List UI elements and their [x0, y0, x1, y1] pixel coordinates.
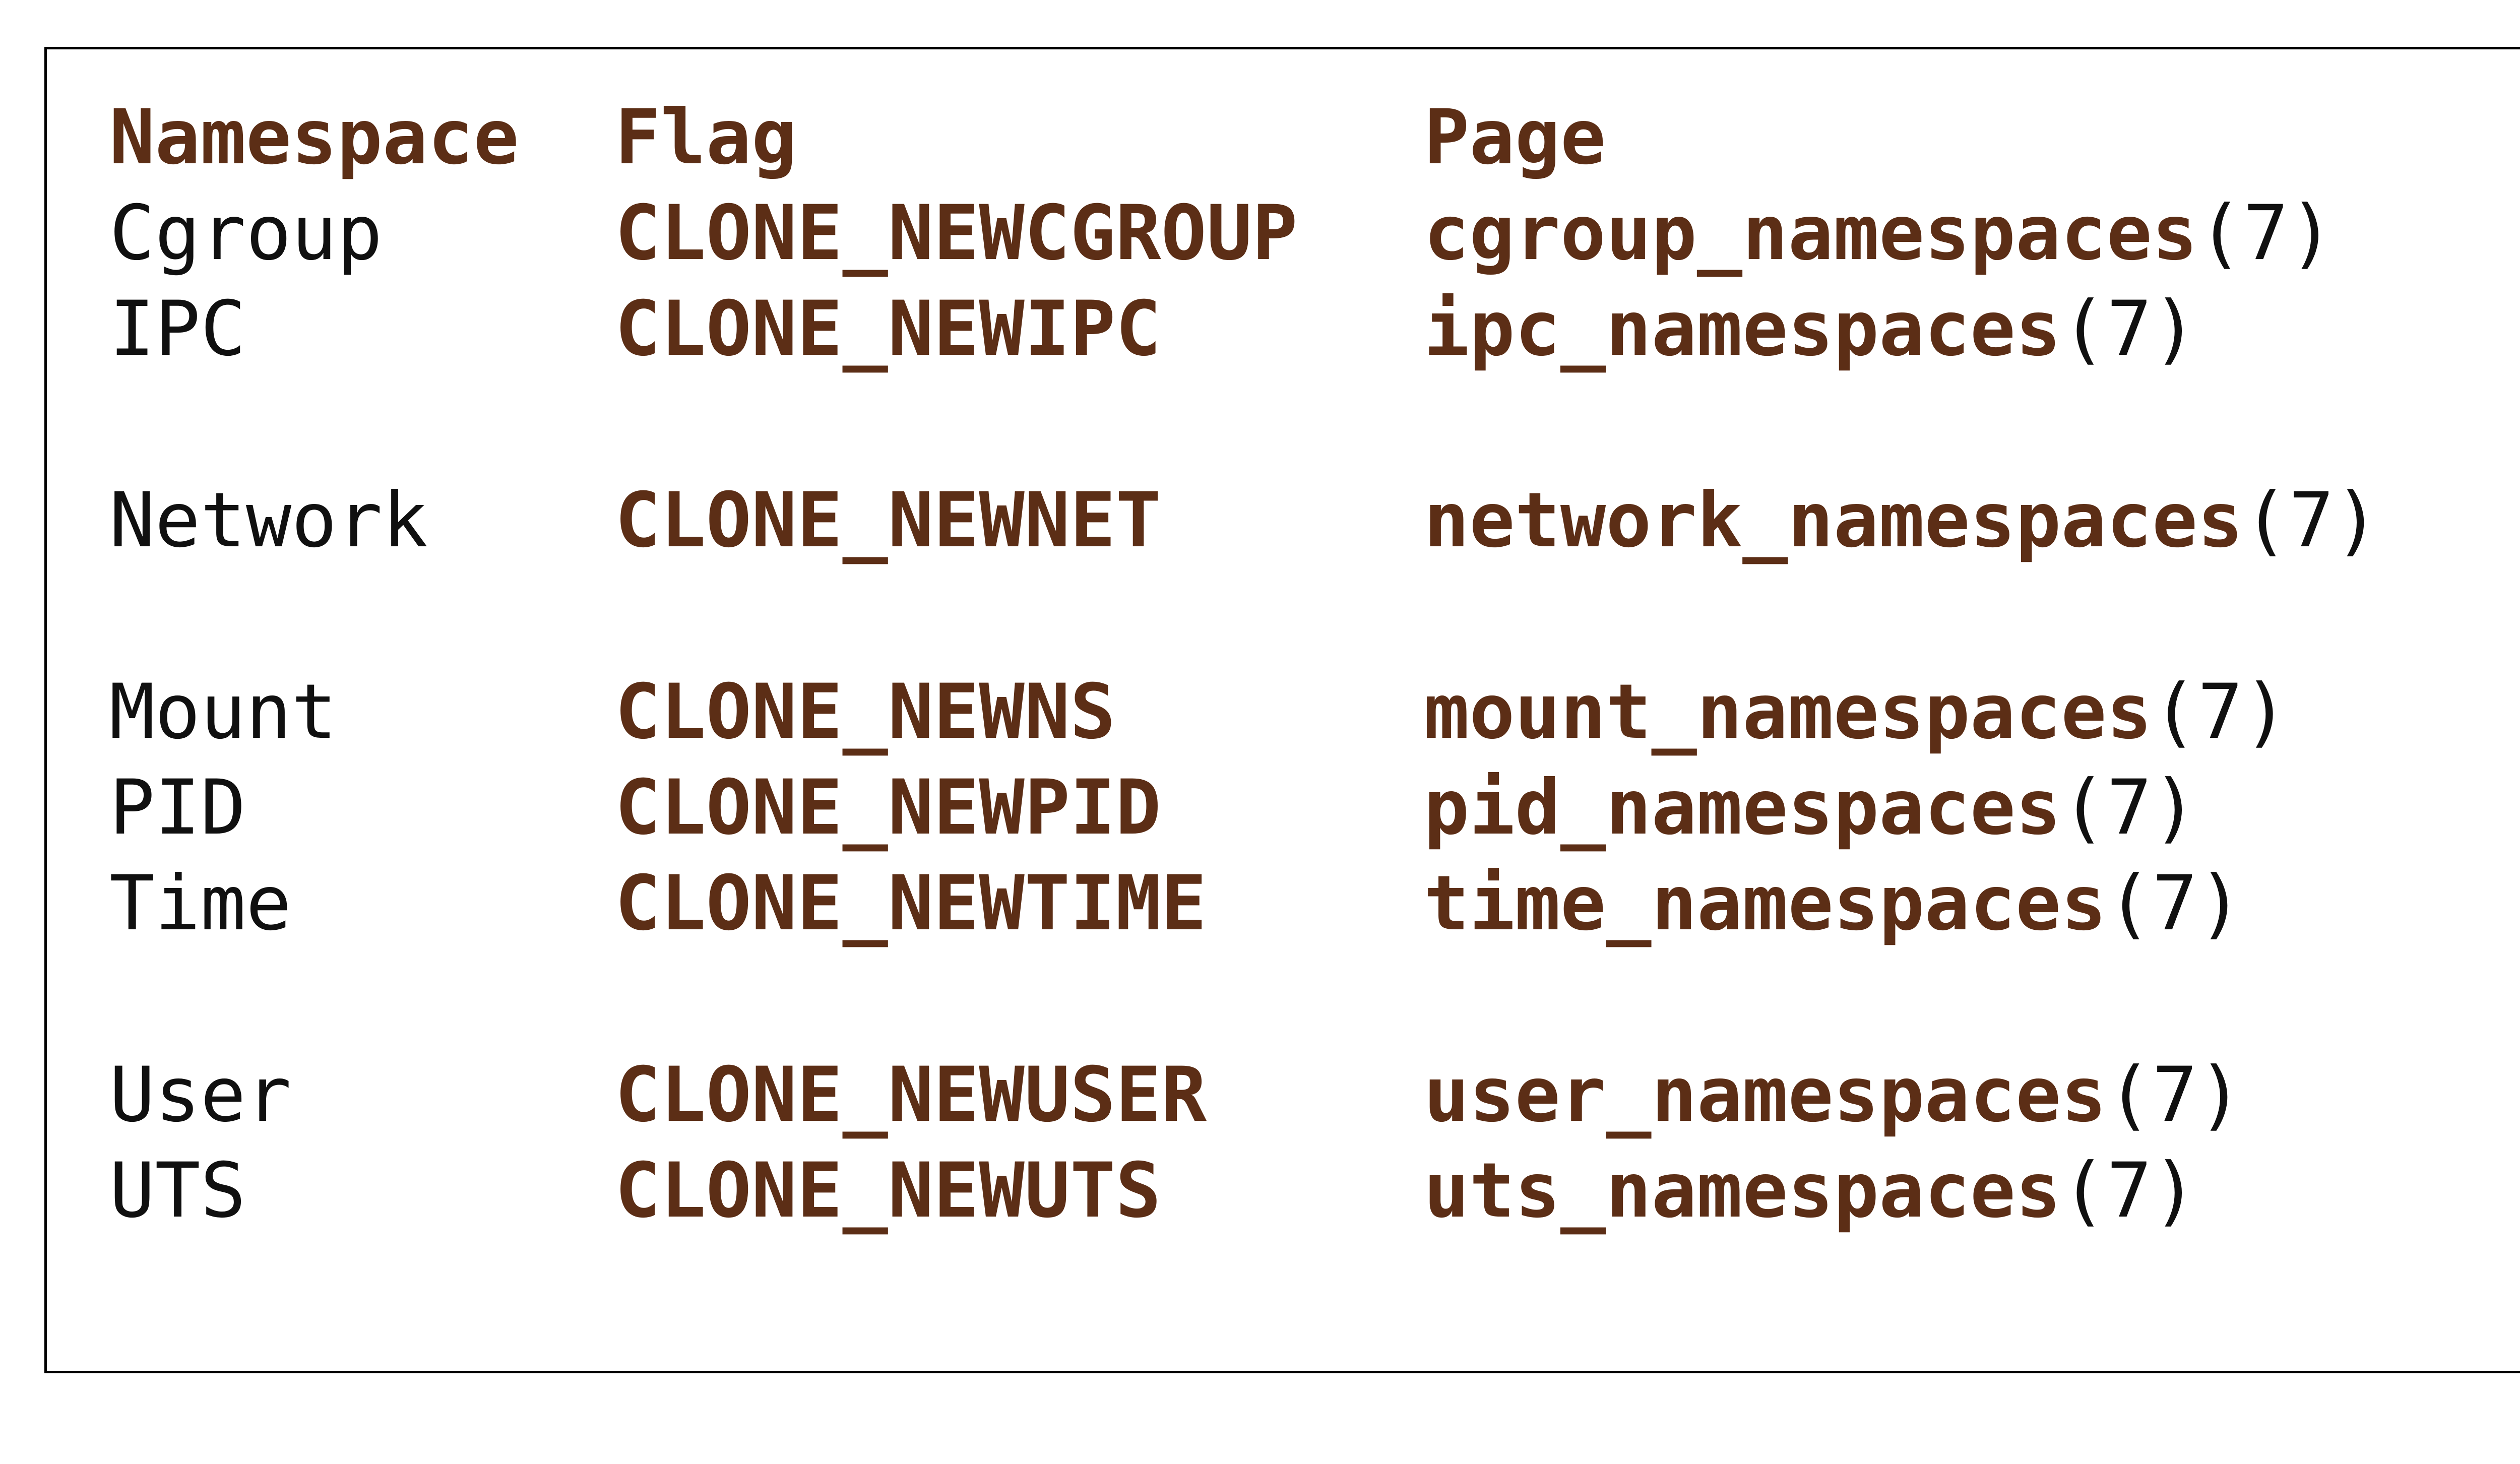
cell-page-name: uts_namespaces: [1424, 1147, 2061, 1235]
table-header-row: NamespaceFlagPageIsolates: [47, 90, 2520, 185]
cell-page-section: (7): [2061, 285, 2198, 373]
cell-page-name: ipc_namespaces: [1424, 285, 2061, 373]
cell-page-section: (7): [2243, 477, 2380, 564]
cell-namespace: Time: [109, 860, 292, 947]
cell-page: user_namespaces(7): [1424, 1047, 2243, 1143]
cell-flag: CLONE_NEWNET: [615, 477, 1161, 564]
table-row: TimeCLONE_NEWTIMEtime_namespaces(7)Boot …: [47, 856, 2520, 951]
cell-page-name: time_namespaces: [1424, 860, 2107, 947]
namespaces-table: NamespaceFlagPageIsolatesCgroupCLONE_NEW…: [47, 49, 2520, 1371]
cell-flag: CLONE_NEWTIME: [615, 860, 1207, 947]
cell-namespace: UTS: [109, 1147, 246, 1235]
table-row-continuation: stacks, ports, etc.: [47, 568, 2520, 664]
cell-page-section: (7): [2061, 1147, 2198, 1235]
cell-page: uts_namespaces(7): [1424, 1143, 2197, 1239]
table-row-continuation: clocks: [47, 951, 2520, 1047]
cell-page-section: (7): [2061, 764, 2198, 852]
cell-page: mount_namespaces(7): [1424, 664, 2289, 760]
cell-flag: CLONE_NEWIPC: [615, 285, 1161, 373]
cell-namespace: User: [109, 1051, 292, 1139]
cell-page-name: network_namespaces: [1424, 477, 2243, 564]
table-row: UTSCLONE_NEWUTSuts_namespaces(7)Hostname…: [47, 1143, 2520, 1239]
cell-page-name: mount_namespaces: [1424, 668, 2152, 756]
column-header-page: Page: [1424, 94, 1606, 181]
cell-page: cgroup_namespaces(7): [1424, 185, 2334, 281]
cell-page-section: (7): [2152, 668, 2289, 756]
cell-flag: CLONE_NEWNS: [615, 668, 1116, 756]
cell-page-name: user_namespaces: [1424, 1051, 2107, 1139]
cell-flag: CLONE_NEWUTS: [615, 1147, 1161, 1235]
table-row: UserCLONE_NEWUSERuser_namespaces(7)User …: [47, 1047, 2520, 1143]
cell-page: pid_namespaces(7): [1424, 760, 2197, 856]
cell-namespace: PID: [109, 764, 246, 852]
table-row: Network CLONE_NEWNET network_namespaces(7)…: [47, 473, 2520, 568]
cell-page-section: (7): [2106, 1051, 2243, 1139]
cell-namespace: Mount: [109, 668, 337, 756]
table-row: MountCLONE_NEWNSmount_namespaces(7)Mount…: [47, 664, 2520, 760]
cell-flag: CLONE_NEWUSER: [615, 1051, 1207, 1139]
table-row: PIDCLONE_NEWPIDpid_namespaces(7)Process …: [47, 760, 2520, 856]
cell-page-section: (7): [2106, 860, 2243, 947]
table-row: Cgroup CLONE_NEWCGROUP cgroup_namespaces(7…: [47, 185, 2520, 281]
table-row-continuation: domain name: [47, 1239, 2520, 1334]
namespaces-table-box: NamespaceFlagPageIsolatesCgroupCLONE_NEW…: [44, 47, 2520, 1373]
cell-page: network_namespaces(7): [1424, 473, 2379, 568]
cell-page: time_namespaces(7): [1424, 856, 2243, 951]
cell-page-name: pid_namespaces: [1424, 764, 2061, 852]
cell-flag: CLONE_NEWPID: [615, 764, 1161, 852]
cell-namespace: Cgroup: [109, 189, 383, 277]
cell-namespace: Network: [109, 477, 428, 564]
cell-page-section: (7): [2197, 189, 2335, 277]
table-row-continuation: POSIX message queues: [47, 377, 2520, 473]
column-header-flag: Flag: [615, 94, 797, 181]
cell-page-name: cgroup_namespaces: [1424, 189, 2198, 277]
cell-flag: CLONE_NEWCGROUP: [615, 189, 1298, 277]
cell-page: ipc_namespaces(7): [1424, 281, 2197, 377]
cell-namespace: IPC: [109, 285, 246, 373]
column-header-namespace: Namespace: [109, 94, 519, 181]
